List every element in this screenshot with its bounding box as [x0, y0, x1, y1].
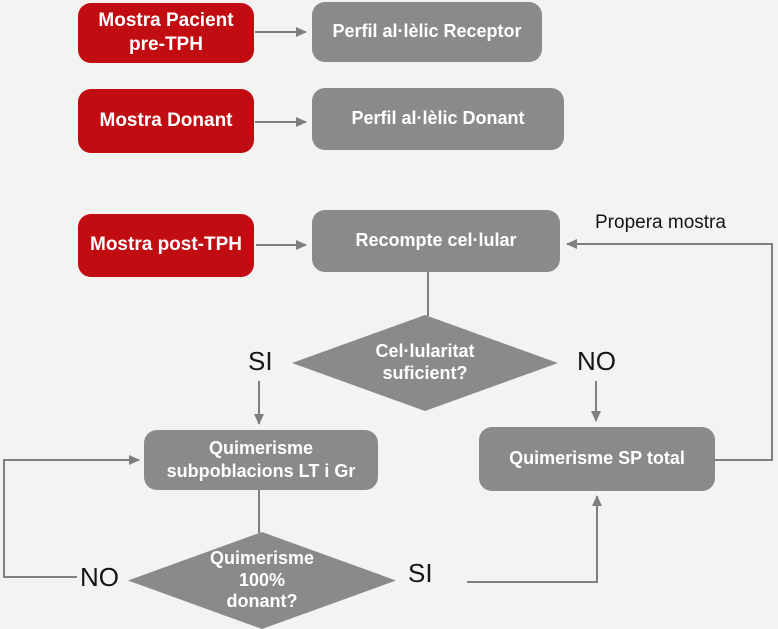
node-label: Recompte cel·lular: [355, 230, 517, 251]
edge-label-si-quimerisme: SI: [408, 558, 433, 588]
node-recompte-celular: Recompte cel·lular: [312, 210, 560, 272]
decision-celularitat-suficient: Cel·lularitat suficient?: [292, 315, 558, 411]
edge-label-si-celularitat: SI: [248, 346, 273, 376]
node-label: Quimerisme SP total: [509, 448, 685, 469]
node-label: Mostra post-TPH: [90, 234, 242, 256]
node-label: Mostra Pacient pre-TPH: [98, 9, 234, 55]
node-label: Perfil al·lèlic Donant: [351, 108, 525, 129]
node-label: Quimerisme subpoblacions LT i Gr: [166, 437, 356, 481]
node-label: Mostra Donant: [99, 109, 233, 131]
edge-si-to-quimerisme-sp: [467, 495, 602, 583]
edge-label-no-quimerisme: NO: [80, 562, 119, 592]
decision-label: Cel·lularitat suficient?: [375, 341, 475, 383]
node-perfil-allelic-receptor: Perfil al·lèlic Receptor: [312, 2, 542, 62]
edge-no-loop-to-quimerisme-sub: [3, 455, 140, 578]
edge-label-propera-mostra: Propera mostra: [595, 212, 726, 233]
node-label: Perfil al·lèlic Receptor: [332, 21, 522, 42]
node-mostra-pacient-pre-tph: Mostra Pacient pre-TPH: [78, 3, 254, 63]
node-mostra-donant: Mostra Donant: [78, 89, 254, 153]
node-quimerisme-sp-total: Quimerisme SP total: [479, 427, 715, 491]
edge-label-no-celularitat: NO: [577, 346, 616, 376]
node-quimerisme-subpoblacions: Quimerisme subpoblacions LT i Gr: [144, 430, 378, 490]
decision-quimerisme-100-donant: Quimerisme 100% donant?: [128, 532, 396, 629]
node-perfil-allelic-donant: Perfil al·lèlic Donant: [312, 88, 564, 150]
decision-label: Quimerisme 100% donant?: [209, 547, 315, 612]
node-mostra-post-tph: Mostra post-TPH: [78, 214, 254, 277]
